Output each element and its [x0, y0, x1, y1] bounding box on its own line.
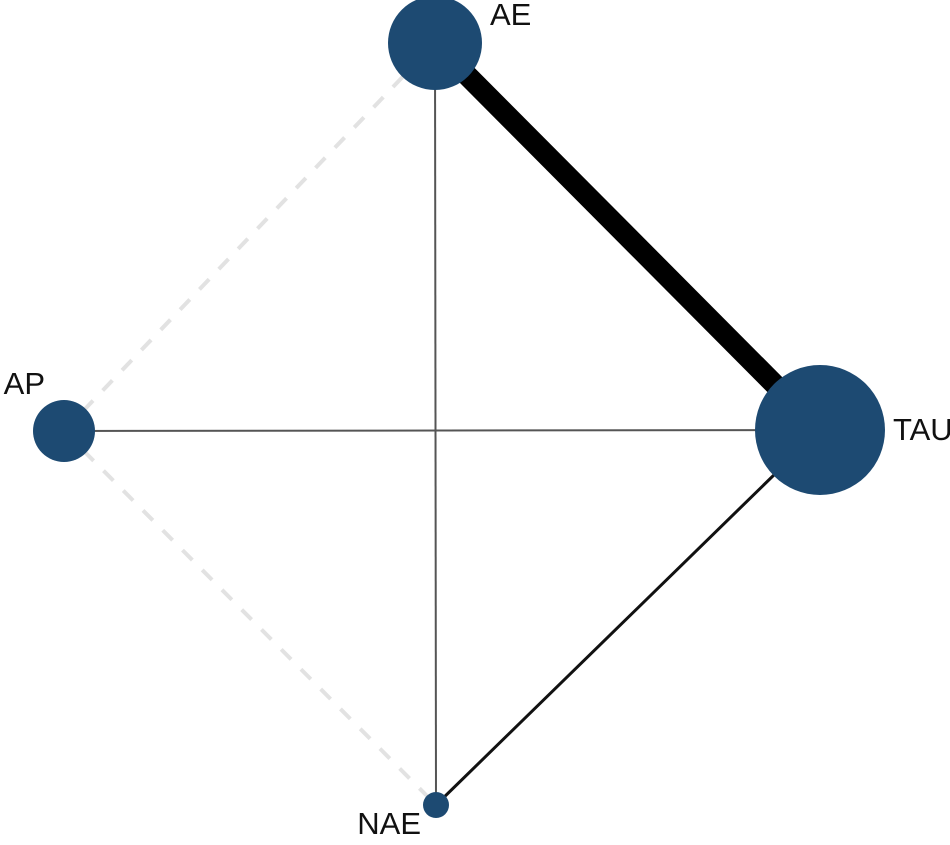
- label-layer: AE TAU AP NAE: [4, 0, 950, 841]
- edge-ae-tau: [427, 35, 828, 438]
- node-ae[interactable]: [388, 0, 482, 90]
- edge-layer: [62, 35, 828, 807]
- node-layer: [33, 0, 885, 818]
- edge-ap-tau: [63, 429, 821, 432]
- node-nae[interactable]: [423, 792, 449, 818]
- edge-ap-ae: [62, 41, 437, 433]
- node-tau[interactable]: [755, 365, 885, 495]
- node-label-nae: NAE: [357, 806, 421, 841]
- node-label-tau: TAU: [893, 412, 950, 447]
- node-ap[interactable]: [33, 400, 95, 462]
- edge-ae-nae: [434, 42, 437, 806]
- edge-tau-nae: [434, 428, 822, 807]
- node-label-ae: AE: [490, 0, 531, 32]
- node-label-ap: AP: [4, 366, 45, 401]
- edge-ap-nae: [62, 429, 438, 807]
